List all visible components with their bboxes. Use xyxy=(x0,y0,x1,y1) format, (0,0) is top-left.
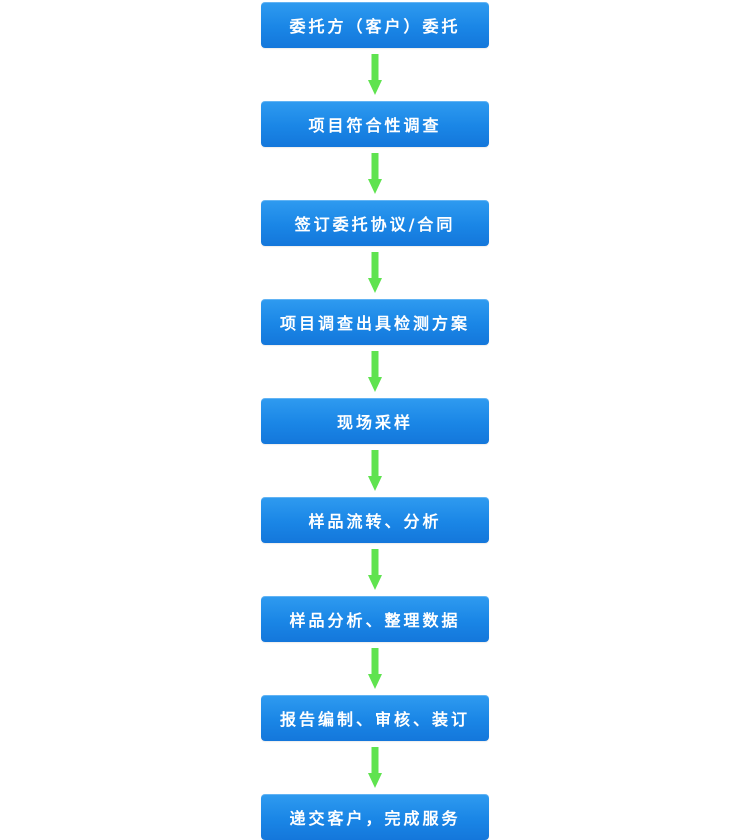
flow-connector xyxy=(261,147,489,200)
step-label: 样品分析、整理数据 xyxy=(289,611,461,630)
step-label: 委托方（客户）委托 xyxy=(289,17,461,36)
arrow-down-icon xyxy=(368,152,382,194)
arrow-down-icon xyxy=(368,746,382,788)
step-label: 样品流转、分析 xyxy=(308,512,442,531)
flow-connector xyxy=(261,48,489,101)
flow-connector xyxy=(261,444,489,497)
step-compliance-survey: 项目符合性调查 xyxy=(261,101,489,147)
arrow-down-icon xyxy=(368,548,382,590)
step-label: 递交客户，完成服务 xyxy=(289,809,461,828)
step-label: 报告编制、审核、装订 xyxy=(279,710,470,729)
step-field-sampling: 现场采样 xyxy=(261,398,489,444)
arrow-down-icon xyxy=(368,647,382,689)
flow-connector xyxy=(261,543,489,596)
step-label: 现场采样 xyxy=(336,413,413,432)
step-label: 项目符合性调查 xyxy=(308,116,442,135)
flow-connector xyxy=(261,642,489,695)
arrow-down-icon xyxy=(368,251,382,293)
step-data-analysis: 样品分析、整理数据 xyxy=(261,596,489,642)
step-sample-transfer: 样品流转、分析 xyxy=(261,497,489,543)
step-label: 项目调查出具检测方案 xyxy=(279,314,470,333)
arrow-down-icon xyxy=(368,53,382,95)
arrow-down-icon xyxy=(368,350,382,392)
step-client-commission: 委托方（客户）委托 xyxy=(261,2,489,48)
arrow-down-icon xyxy=(368,449,382,491)
flow-connector xyxy=(261,345,489,398)
process-flowchart: 委托方（客户）委托 项目符合性调查 签订委托协议/合同 项目调查出具检测方案 xyxy=(261,2,489,840)
step-report-compilation: 报告编制、审核、装订 xyxy=(261,695,489,741)
flow-connector xyxy=(261,246,489,299)
step-testing-plan: 项目调查出具检测方案 xyxy=(261,299,489,345)
step-deliver-to-client: 递交客户，完成服务 xyxy=(261,794,489,840)
flow-connector xyxy=(261,741,489,794)
step-label: 签订委托协议/合同 xyxy=(294,215,456,234)
step-sign-agreement: 签订委托协议/合同 xyxy=(261,200,489,246)
